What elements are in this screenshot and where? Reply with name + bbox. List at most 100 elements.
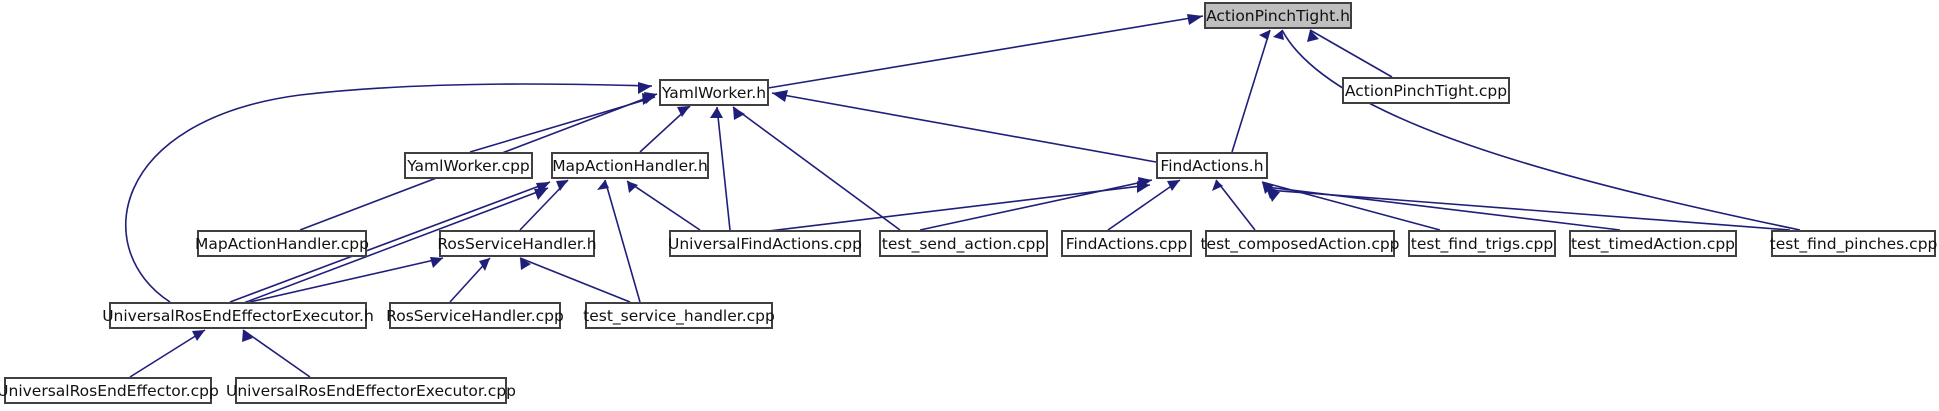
arrowhead-universalRosEndEffectorCpp-to-universalRosEndEffectorExecutorH xyxy=(192,330,205,341)
node-mapActionHandlerH[interactable]: MapActionHandler.h xyxy=(551,152,709,179)
node-box-testSendActionCpp[interactable] xyxy=(879,230,1048,257)
arrowhead-testFindPinchesCpp-to-findActionsH xyxy=(1268,190,1280,202)
arrowhead-actionPinchTightCpp-to-actionPinchTightH xyxy=(1307,30,1319,42)
node-universalRosEndEffectorExecutorCpp[interactable]: UniversalRosEndEffectorExecutor.cpp xyxy=(226,377,516,404)
node-label-universalFindActionsCpp: UniversalFindActions.cpp xyxy=(668,235,862,253)
node-label-testSendActionCpp: test_send_action.cpp xyxy=(882,235,1045,254)
node-testServiceHandlerCpp[interactable]: test_service_handler.cpp xyxy=(583,302,775,329)
edge-testComposedActionCpp-to-findActionsH xyxy=(1215,179,1256,231)
node-findActionsCpp[interactable]: FindActions.cpp xyxy=(1061,230,1192,257)
arrowhead-rosServiceHandlerCpp-to-rosServiceHandlerH xyxy=(479,258,490,271)
edge-universalRosEndEffectorExecutorCpp-to-universalRosEndEffectorExecutorH xyxy=(242,329,311,378)
arrowhead-universalFindActionsCpp-to-findActionsH xyxy=(1137,181,1150,193)
edge-findActionsH-to-actionPinchTightH xyxy=(1231,29,1271,153)
node-box-actionPinchTightH[interactable] xyxy=(1204,2,1352,29)
node-rosServiceHandlerH[interactable]: RosServiceHandler.h xyxy=(437,230,597,257)
edge-testFindPinchesCpp-to-actionPinchTightH xyxy=(1281,29,1801,231)
edge-universalRosEndEffectorExecutorH-to-mapActionHandlerH xyxy=(229,181,551,303)
arrowhead-findActionsCpp-to-findActionsH xyxy=(1167,180,1180,191)
arrowhead-testServiceHandlerCpp-to-mapActionHandlerH xyxy=(597,180,609,190)
node-yamlWorkerH[interactable]: YamlWorker.h xyxy=(659,79,769,106)
node-box-yamlWorkerCpp[interactable] xyxy=(404,152,533,179)
node-box-universalFindActionsCpp[interactable] xyxy=(669,230,861,257)
node-box-testFindPinchesCpp[interactable] xyxy=(1771,230,1936,257)
node-box-testComposedActionCpp[interactable] xyxy=(1205,230,1395,257)
node-testTimedActionCpp[interactable]: test_timedAction.cpp xyxy=(1569,230,1737,257)
node-box-universalRosEndEffectorExecutorH[interactable] xyxy=(109,302,367,329)
edge-universalRosEndEffectorExecutorH-to-rosServiceHandlerH xyxy=(249,257,444,303)
node-box-yamlWorkerH[interactable] xyxy=(659,79,769,106)
arrowhead-testFindPinchesCpp-to-actionPinchTightH xyxy=(1273,30,1284,40)
node-universalFindActionsCpp[interactable]: UniversalFindActions.cpp xyxy=(668,230,862,257)
node-label-testTimedActionCpp: test_timedAction.cpp xyxy=(1571,235,1735,254)
edge-findActionsCpp-to-findActionsH xyxy=(1107,179,1181,231)
node-testSendActionCpp[interactable]: test_send_action.cpp xyxy=(879,230,1048,257)
node-findActionsH[interactable]: FindActions.h xyxy=(1156,152,1268,179)
arrowhead-findActionsH-to-actionPinchTightH xyxy=(1259,30,1270,40)
arrowhead-testServiceHandlerCpp-to-rosServiceHandlerH xyxy=(520,258,531,270)
node-box-testFindTrigsCpp[interactable] xyxy=(1408,230,1556,257)
node-box-rosServiceHandlerH[interactable] xyxy=(439,230,595,257)
node-label-universalRosEndEffectorCpp: UniversalRosEndEffector.cpp xyxy=(0,382,219,400)
arrowhead-universalFindActionsCpp-to-yamlWorkerH xyxy=(710,107,723,118)
edge-universalRosEndEffectorCpp-to-universalRosEndEffectorExecutorH xyxy=(129,329,206,378)
node-label-mapActionHandlerCpp: MapActionHandler.cpp xyxy=(195,235,369,253)
node-box-mapActionHandlerH[interactable] xyxy=(551,152,709,179)
node-label-mapActionHandlerH: MapActionHandler.h xyxy=(552,157,708,175)
edge-findActionsH-to-yamlWorkerH xyxy=(771,92,1157,163)
node-box-testTimedActionCpp[interactable] xyxy=(1569,230,1737,257)
node-testFindTrigsCpp[interactable]: test_find_trigs.cpp xyxy=(1408,230,1556,257)
edge-universalFindActionsCpp-to-mapActionHandlerH xyxy=(626,180,701,231)
node-label-universalRosEndEffectorExecutorCpp: UniversalRosEndEffectorExecutor.cpp xyxy=(226,382,516,400)
node-box-testServiceHandlerCpp[interactable] xyxy=(585,302,773,329)
arrowhead-universalRosEndEffectorExecutorH-to-mapActionHandlerH xyxy=(534,188,548,200)
node-box-findActionsCpp[interactable] xyxy=(1061,230,1192,257)
node-box-findActionsH[interactable] xyxy=(1156,152,1268,179)
edge-testSendActionCpp-to-yamlWorkerH xyxy=(732,106,901,231)
arrowhead-mapActionHandlerCpp-to-yamlWorkerH xyxy=(644,92,657,104)
node-rosServiceHandlerCpp[interactable]: RosServiceHandler.cpp xyxy=(386,302,564,329)
node-box-actionPinchTightCpp[interactable] xyxy=(1342,77,1510,104)
arrowhead-universalFindActionsCpp-to-mapActionHandlerH xyxy=(627,181,638,193)
arrowhead-universalRosEndEffectorExecutorH-to-rosServiceHandlerH xyxy=(430,257,443,268)
node-box-universalRosEndEffectorExecutorCpp[interactable] xyxy=(235,377,507,404)
node-actionPinchTightCpp[interactable]: ActionPinchTight.cpp xyxy=(1342,77,1510,104)
node-label-yamlWorkerCpp: YamlWorker.cpp xyxy=(406,157,530,175)
node-box-universalRosEndEffectorCpp[interactable] xyxy=(4,377,212,404)
node-box-mapActionHandlerCpp[interactable] xyxy=(197,230,367,257)
node-universalRosEndEffectorExecutorH[interactable]: UniversalRosEndEffectorExecutor.h xyxy=(102,302,374,329)
edge-testServiceHandlerCpp-to-mapActionHandlerH xyxy=(604,179,641,303)
edges-layer xyxy=(125,14,1801,378)
edge-universalFindActionsCpp-to-findActionsH xyxy=(759,184,1151,233)
node-testComposedActionCpp[interactable]: test_composedAction.cpp xyxy=(1200,230,1400,257)
edge-yamlWorkerH-to-actionPinchTightH xyxy=(767,15,1204,89)
edge-testFindPinchesCpp-to-findActionsH xyxy=(1267,189,1791,231)
edge-actionPinchTightCpp-to-actionPinchTightH xyxy=(1309,29,1393,78)
node-label-testComposedActionCpp: test_composedAction.cpp xyxy=(1200,235,1399,254)
node-label-yamlWorkerH: YamlWorker.h xyxy=(661,84,766,102)
edge-testServiceHandlerCpp-to-rosServiceHandlerH xyxy=(519,257,631,303)
node-box-rosServiceHandlerCpp[interactable] xyxy=(389,302,561,329)
node-actionPinchTightH[interactable]: ActionPinchTight.h xyxy=(1204,2,1352,29)
edge-universalRosEndEffectorExecutorH-to-yamlWorkerH xyxy=(125,83,653,303)
node-label-universalRosEndEffectorExecutorH: UniversalRosEndEffectorExecutor.h xyxy=(102,307,374,325)
arrowhead-testSendActionCpp-to-yamlWorkerH xyxy=(733,107,745,120)
node-yamlWorkerCpp[interactable]: YamlWorker.cpp xyxy=(404,152,533,179)
node-testFindPinchesCpp[interactable]: test_find_pinches.cpp xyxy=(1770,230,1938,257)
node-universalRosEndEffectorCpp[interactable]: UniversalRosEndEffector.cpp xyxy=(0,377,219,404)
node-label-rosServiceHandlerH: RosServiceHandler.h xyxy=(437,235,596,253)
arrowhead-universalRosEndEffectorExecutorH-to-yamlWorkerH xyxy=(638,82,652,94)
node-label-testFindPinchesCpp: test_find_pinches.cpp xyxy=(1770,235,1938,254)
node-label-actionPinchTightH: ActionPinchTight.h xyxy=(1206,7,1350,25)
edge-universalRosEndEffectorExecutorH-to-mapActionHandlerH xyxy=(224,187,549,311)
node-label-rosServiceHandlerCpp: RosServiceHandler.cpp xyxy=(386,307,564,325)
arrowhead-yamlWorkerH-to-actionPinchTightH xyxy=(1187,14,1203,25)
arrowhead-universalRosEndEffectorExecutorCpp-to-universalRosEndEffectorExecutorH xyxy=(242,330,253,342)
arrowhead-rosServiceHandlerH-to-mapActionHandlerH xyxy=(556,180,568,191)
edge-universalFindActionsCpp-to-yamlWorkerH xyxy=(716,106,731,231)
node-mapActionHandlerCpp[interactable]: MapActionHandler.cpp xyxy=(195,230,369,257)
node-label-testServiceHandlerCpp: test_service_handler.cpp xyxy=(583,307,775,326)
